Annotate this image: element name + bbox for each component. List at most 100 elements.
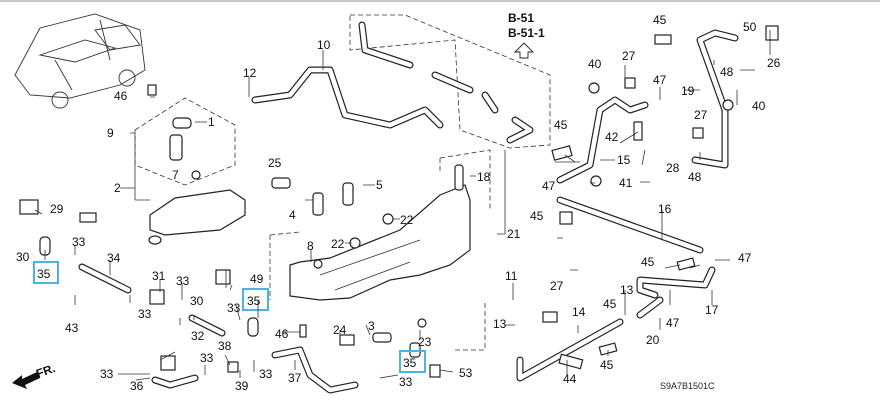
part-label-46[interactable]: 46 [275, 327, 289, 341]
part-label-12[interactable]: 12 [243, 66, 257, 80]
part-label-44[interactable]: 44 [563, 372, 577, 386]
part-label-41[interactable]: 41 [619, 176, 633, 190]
clip-53 [429, 364, 441, 378]
elbow-18 [454, 164, 464, 191]
part-label-26[interactable]: 26 [767, 56, 781, 70]
part-label-53[interactable]: 53 [459, 366, 473, 380]
part-label-45[interactable]: 45 [600, 358, 614, 372]
part-label-27[interactable]: 27 [550, 279, 564, 293]
clip-46 [147, 84, 157, 96]
part-label-9[interactable]: 9 [107, 126, 114, 140]
part-label-35[interactable]: 35 [247, 294, 261, 308]
reference-arrow-icon [513, 42, 535, 59]
part-label-45[interactable]: 45 [603, 297, 617, 311]
part-label-35[interactable]: 35 [403, 356, 417, 370]
clip-46b [299, 324, 307, 338]
figure-code: S9A7B1501C [660, 381, 715, 391]
reference-code-b51[interactable]: B-51 [508, 11, 534, 25]
part-label-47[interactable]: 47 [542, 179, 556, 193]
part-label-24[interactable]: 24 [333, 323, 347, 337]
part-label-48[interactable]: 48 [688, 170, 702, 184]
part-label-33[interactable]: 33 [138, 307, 152, 321]
part-label-36[interactable]: 36 [130, 379, 144, 393]
part-label-18[interactable]: 18 [477, 170, 491, 184]
pump-4 [312, 192, 324, 216]
part-label-39[interactable]: 39 [235, 379, 249, 393]
part-label-13[interactable]: 13 [620, 283, 634, 297]
part-label-30[interactable]: 30 [190, 294, 204, 308]
part-label-33[interactable]: 33 [100, 367, 114, 381]
part-label-47[interactable]: 47 [738, 251, 752, 265]
part-label-33[interactable]: 33 [399, 375, 413, 389]
part-label-5[interactable]: 5 [376, 178, 383, 192]
part-label-47[interactable]: 47 [653, 73, 667, 87]
part-label-16[interactable]: 16 [658, 202, 672, 216]
pad-44 [558, 353, 584, 370]
part-label-33[interactable]: 33 [72, 235, 86, 249]
part-label-49[interactable]: 49 [250, 272, 264, 286]
clip-41 [590, 175, 602, 187]
part-label-22[interactable]: 22 [400, 213, 414, 227]
part-label-17[interactable]: 17 [705, 303, 719, 317]
hose-15 [556, 96, 649, 184]
part-label-30[interactable]: 30 [16, 250, 30, 264]
part-label-48[interactable]: 48 [720, 65, 734, 79]
part-label-45[interactable]: 45 [641, 255, 655, 269]
part-label-22[interactable]: 22 [331, 237, 345, 251]
part-label-45[interactable]: 45 [653, 13, 667, 27]
part-label-1[interactable]: 1 [208, 115, 215, 129]
part-label-47[interactable]: 47 [666, 316, 680, 330]
hose-32 [188, 314, 226, 337]
part-label-14[interactable]: 14 [572, 305, 586, 319]
part-label-23[interactable]: 23 [418, 335, 432, 349]
seal-7 [191, 170, 201, 180]
part-label-19[interactable]: 19 [681, 84, 695, 98]
part-label-28[interactable]: 28 [666, 161, 680, 175]
clip-40 [588, 82, 600, 94]
part-label-38[interactable]: 38 [218, 339, 232, 353]
part-label-50[interactable]: 50 [743, 20, 757, 34]
part-label-27[interactable]: 27 [694, 108, 708, 122]
part-label-20[interactable]: 20 [646, 333, 660, 347]
part-label-46[interactable]: 46 [114, 89, 128, 103]
reference-code-b51-1[interactable]: B-51-1 [508, 26, 545, 40]
part-label-29[interactable]: 29 [50, 202, 64, 216]
part-label-4[interactable]: 4 [289, 208, 296, 222]
part-label-33[interactable]: 33 [176, 274, 190, 288]
part-label-25[interactable]: 25 [268, 156, 282, 170]
group-outline-21 [269, 149, 491, 351]
part-label-27[interactable]: 27 [622, 49, 636, 63]
part-label-34[interactable]: 34 [107, 251, 121, 265]
clamp-25 [271, 177, 291, 189]
seal-8 [313, 259, 323, 269]
part-label-31[interactable]: 31 [152, 269, 166, 283]
part-label-40[interactable]: 40 [752, 99, 766, 113]
part-label-42[interactable]: 42 [605, 130, 619, 144]
part-label-10[interactable]: 10 [317, 38, 331, 52]
part-label-33[interactable]: 33 [200, 351, 214, 365]
part-label-37[interactable]: 37 [288, 371, 302, 385]
part-label-8[interactable]: 8 [307, 239, 314, 253]
hose-10 [251, 66, 444, 129]
part-label-33[interactable]: 33 [259, 367, 273, 381]
check-valve-35b [247, 317, 259, 337]
part-label-45[interactable]: 45 [554, 118, 568, 132]
part-label-2[interactable]: 2 [114, 181, 121, 195]
part-label-35[interactable]: 35 [37, 267, 51, 281]
part-label-33[interactable]: 33 [227, 301, 241, 315]
part-label-7[interactable]: 7 [172, 168, 179, 182]
part-label-3[interactable]: 3 [368, 319, 375, 333]
part-label-43[interactable]: 43 [65, 321, 79, 335]
part-label-45[interactable]: 45 [530, 209, 544, 223]
part-label-15[interactable]: 15 [617, 153, 631, 167]
clip-40b [722, 99, 734, 111]
part-label-21[interactable]: 21 [507, 227, 521, 241]
part-label-13[interactable]: 13 [493, 317, 507, 331]
joint-38 [227, 361, 239, 373]
part-label-40[interactable]: 40 [588, 57, 602, 71]
part-label-11[interactable]: 11 [505, 269, 518, 283]
hose-37 [271, 346, 359, 394]
pad-misc [79, 212, 97, 223]
washer-tank-2 [148, 189, 246, 245]
part-label-32[interactable]: 32 [191, 329, 205, 343]
